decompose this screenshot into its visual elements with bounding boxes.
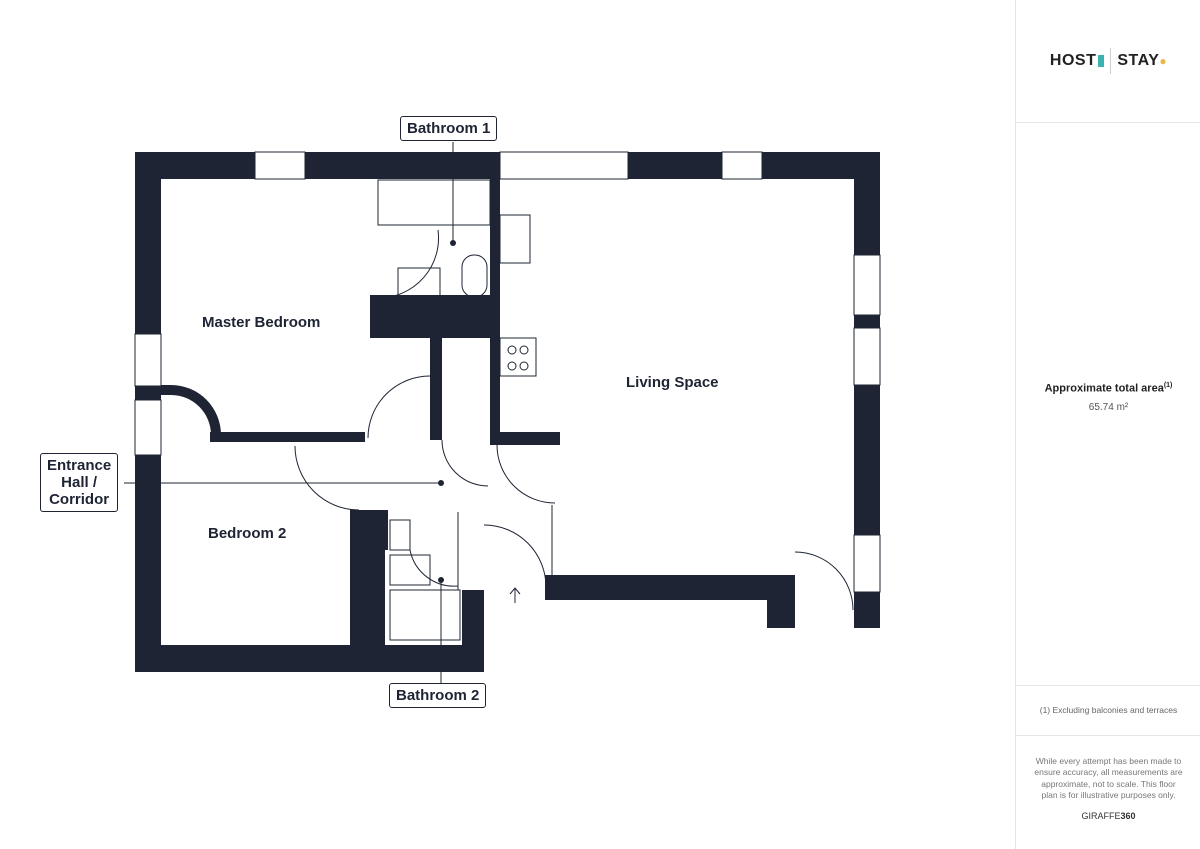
callout-entrance-line1: Entrance	[47, 457, 112, 474]
area-label: Approximate total area	[1044, 382, 1164, 395]
disclaimer: While every attempt has been made to ens…	[1034, 756, 1183, 801]
footnote: (1) Excluding balconies and terraces	[1016, 685, 1200, 736]
door-icon	[1098, 55, 1105, 67]
area-sup: (1)	[1163, 382, 1173, 389]
callout-bathroom-2: Bathroom 2	[389, 683, 487, 708]
giraffe360-credit: GIRAFFE360	[1016, 810, 1200, 822]
area-value: 65.74 m²	[1088, 402, 1129, 413]
callout-entrance-line3: Corridor	[49, 491, 110, 508]
walls	[135, 152, 880, 672]
floor-plan	[124, 142, 881, 683]
logo-host: HOST	[1049, 52, 1097, 69]
logo-divider	[1110, 48, 1112, 74]
credit-b: 360	[1120, 810, 1136, 821]
info-sidebar: HOST STAY ● Approximate total area(1) 65…	[1015, 0, 1200, 849]
brand-logo: HOST STAY ●	[1016, 0, 1200, 123]
credit-a: GIRAFFE	[1081, 810, 1121, 821]
logo-stay: STAY	[1117, 52, 1160, 69]
windows	[134, 151, 881, 593]
fixtures-doors	[124, 142, 854, 683]
callout-entrance-line2: Hall /	[61, 474, 98, 491]
area-section: Approximate total area(1) 65.74 m²	[1016, 122, 1200, 686]
callout-bathroom-1: Bathroom 1	[400, 116, 498, 141]
room-label-bedroom-2: Bedroom 2	[208, 525, 287, 542]
room-label-master-bedroom: Master Bedroom	[202, 314, 321, 331]
room-label-living-space: Living Space	[626, 374, 719, 391]
location-pin-icon: ●	[1159, 54, 1168, 68]
disclaimer-section: While every attempt has been made to ens…	[1016, 736, 1200, 849]
callout-entrance-hall: Entrance Hall / Corridor	[40, 453, 119, 512]
